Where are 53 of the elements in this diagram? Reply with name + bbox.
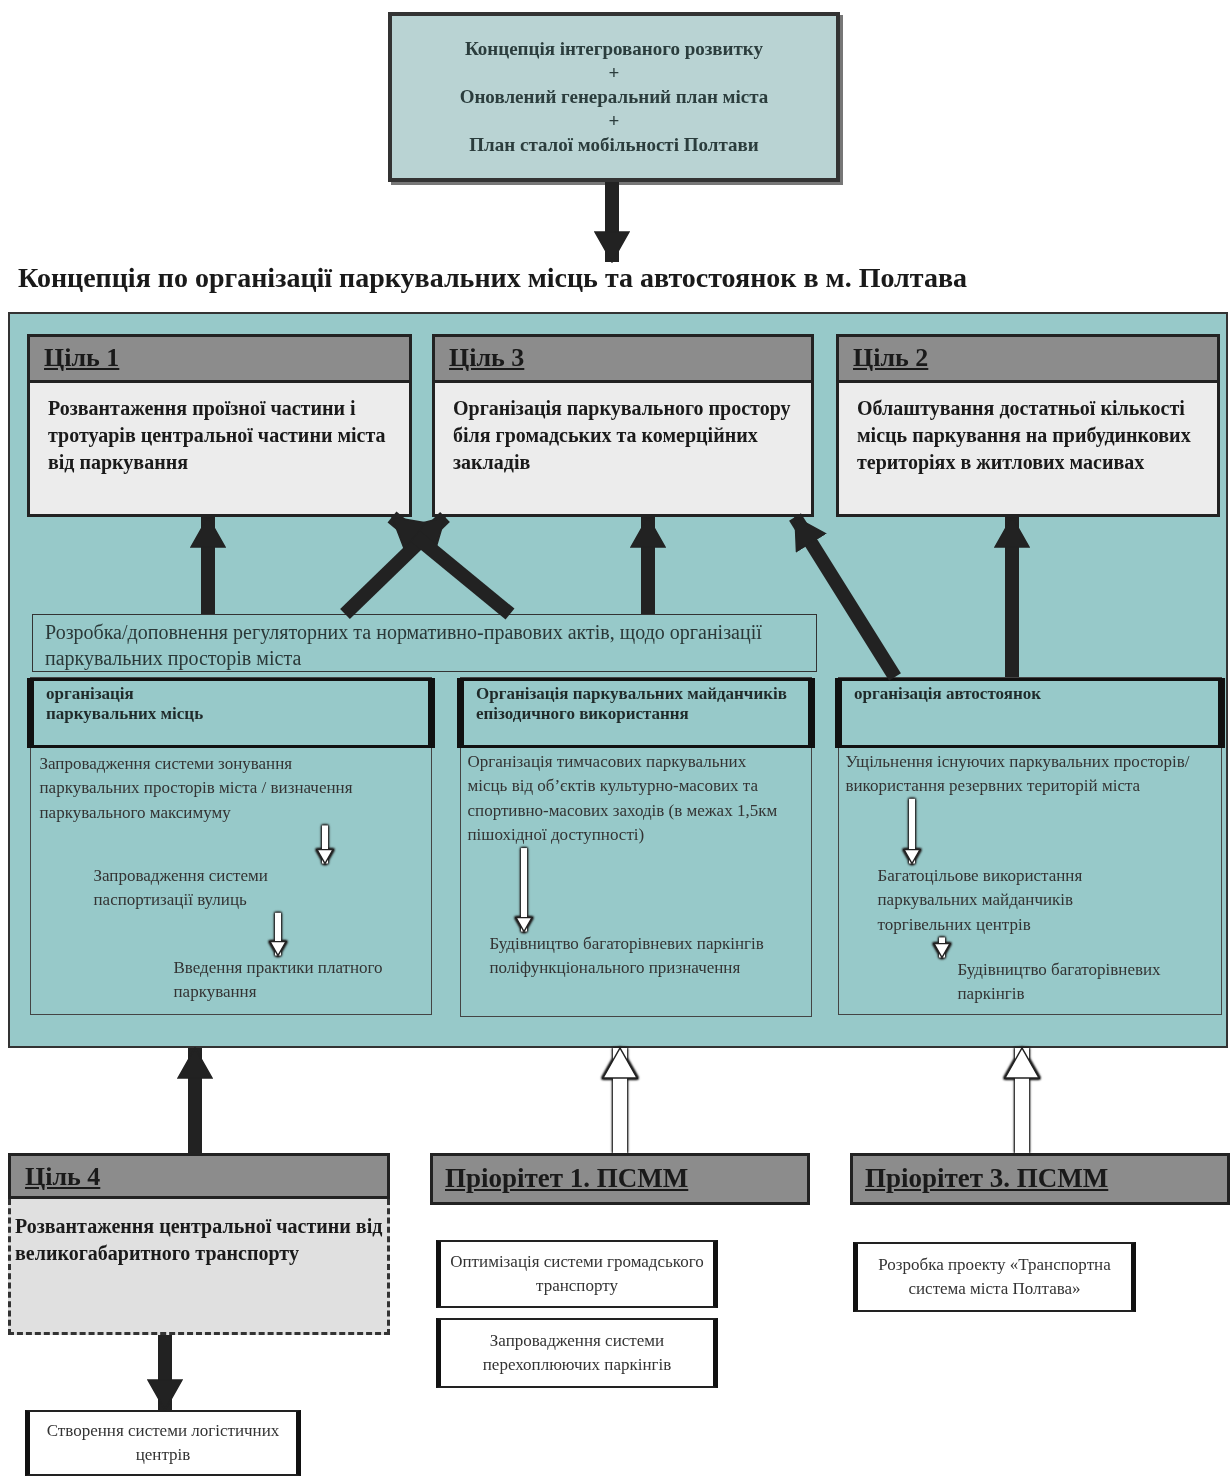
measure-text: Запровадження системи зонування паркувальних просторів міста / визначення паркувального максимуму	[39, 751, 395, 826]
goal-description: Розвантаження проїзної частини і тротуарів центральної частини міста від паркування	[47, 396, 387, 476]
column-box	[838, 677, 1222, 1015]
measure-text: Організація тимчасових паркувальних місць від об’єктів культурно-масових та спортивно-масових заходів (в межах 1,5км пішохідної доступності)	[467, 749, 788, 849]
block-arrow	[630, 516, 666, 614]
column-box	[30, 677, 432, 1015]
priority-heading: Пріорітет 1. ПСММ	[430, 1153, 810, 1205]
arrow	[903, 798, 921, 865]
concept-text: План сталої мобільності Полтави	[469, 134, 759, 156]
goal-card	[432, 334, 814, 517]
arrow	[933, 937, 951, 959]
measure-text: Ущільнення існуючих паркувальних просторів/використання резервних територій міста	[845, 749, 1196, 799]
concept-text: +	[608, 62, 620, 84]
goal-heading: Ціль 2	[839, 337, 1217, 383]
measure-box: Створення системи логістичних центрів	[25, 1410, 301, 1476]
measure-box: Оптимізація системи громадського транспорту	[436, 1240, 718, 1308]
goal-heading: Ціль 1	[30, 337, 409, 383]
measure-text: Будівництво багаторівневих паркінгів	[957, 957, 1208, 1007]
block-arrow	[190, 516, 226, 614]
measure-text: Запровадження системи паспортизації вулиць	[93, 863, 329, 913]
measure-text: Введення практики платного паркування	[173, 955, 389, 1005]
column-box	[460, 677, 812, 1017]
panel-heading: Концепція по організації паркувальних місць та автостоянок в м. Полтава	[18, 262, 968, 294]
goal-description: Облаштування достатньої кількості місць паркування на прибудинкових територіях в житлових масивах	[856, 396, 1192, 476]
measure-box: Розробка проекту «Транспортна система міста Полтава»	[853, 1242, 1136, 1312]
column-heading: організація автостоянок	[835, 678, 1225, 748]
concept-text: Оновлений генеральний план міста	[459, 86, 769, 108]
block-arrow	[789, 513, 901, 681]
measure-text: Будівництво багаторівневих паркінгів поліфункціонального призначення	[489, 931, 795, 981]
priority-heading: Пріорітет 3. ПСММ	[850, 1153, 1230, 1205]
goal-card	[27, 334, 412, 517]
block-arrow	[147, 1335, 183, 1411]
measure-text: Багатоцільове використання паркувальних майданчиків торгівельних центрів	[877, 863, 1163, 938]
source-box	[388, 12, 840, 182]
arrow	[515, 848, 533, 933]
block-arrow	[594, 182, 630, 263]
goal-card	[836, 334, 1220, 517]
goal-heading: Ціль 3	[435, 337, 811, 383]
goal-description: Організація паркувального простору біля громадських та комерційних закладів	[452, 396, 792, 475]
block-arrow	[340, 511, 450, 620]
block-arrow	[177, 1047, 213, 1153]
measure-box: Запровадження системи перехоплюючих паркінгів	[436, 1318, 718, 1388]
concept-text: Концепція інтегрованого розвитку	[464, 38, 764, 60]
block-arrow	[387, 511, 515, 620]
block-arrow	[994, 516, 1030, 677]
arrow	[316, 825, 334, 865]
goal-heading: Ціль 4	[8, 1153, 390, 1199]
arrow	[269, 912, 287, 957]
concept-text: +	[608, 110, 620, 132]
goal-description: Розвантаження центральної частини від великогабаритного транспорту	[8, 1199, 390, 1335]
regulation-box: Розробка/доповнення регуляторних та нормативно-правових актів, щодо організації паркувальних просторів міста	[32, 614, 817, 672]
column-heading: організація паркувальних місць	[27, 678, 435, 748]
column-heading: Організація паркувальних майданчиків епізодичного використання	[457, 678, 815, 748]
